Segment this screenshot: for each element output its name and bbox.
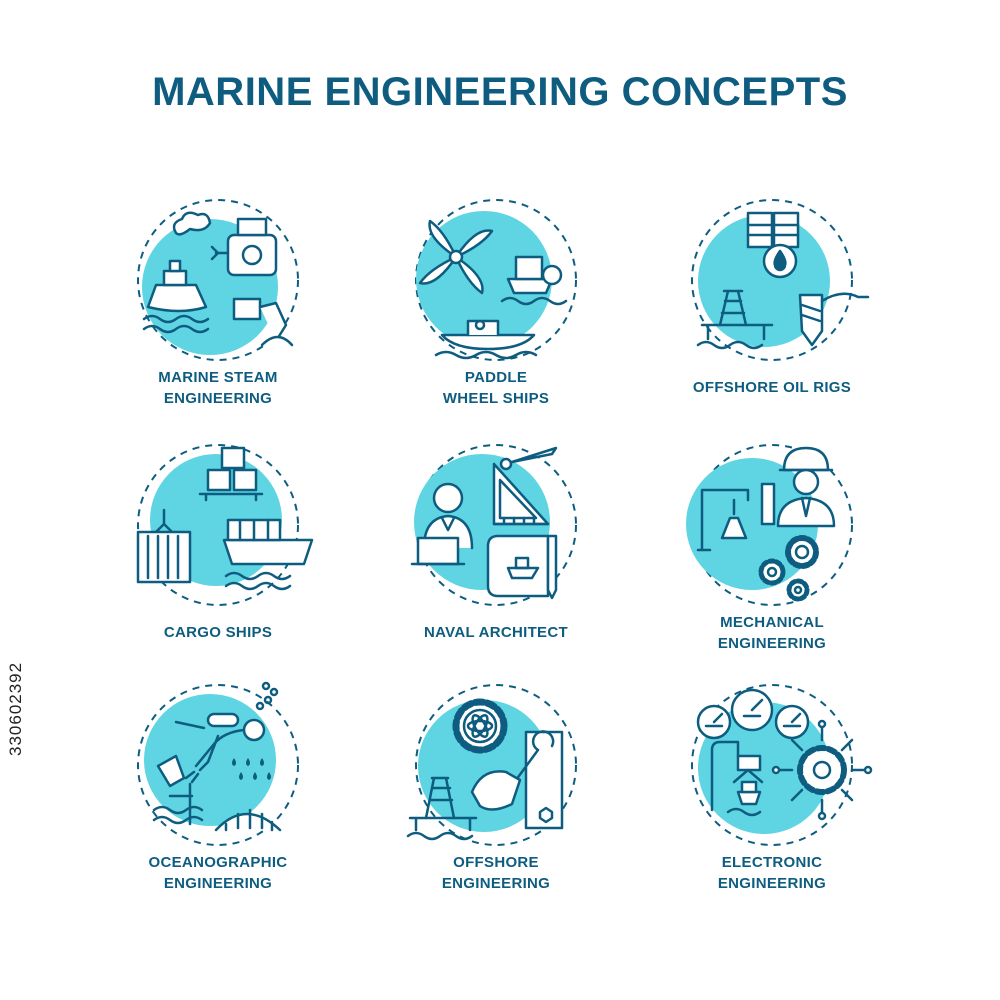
concept-label-line: ENGINEERING	[717, 875, 827, 892]
concept-label-line: ENGINEERING	[163, 875, 273, 892]
diver-icon	[137, 681, 299, 846]
concept-naval-architect: NAVAL ARCHITECT	[376, 440, 616, 660]
offshore-gear-icon	[406, 684, 577, 846]
concept-label-line: OFFSHORE	[453, 854, 539, 871]
concept-label-line: MECHANICAL	[720, 614, 824, 631]
concept-label-line: OCEANOGRAPHIC	[148, 854, 288, 871]
oil-rig-icon	[691, 199, 870, 361]
gauges-circuit-icon	[691, 684, 873, 846]
concept-label-line: CARGO SHIPS	[163, 624, 273, 641]
cargo-ship-icon	[136, 444, 314, 606]
concept-label-line: PADDLE	[464, 369, 528, 386]
naval-architect-icon	[410, 444, 577, 606]
concept-offshore-engineering: OFFSHORE ENGINEERING	[376, 680, 616, 900]
paddle-wheel-icon	[415, 199, 577, 361]
concept-marine-steam-engineering: MARINE STEAM ENGINEERING	[98, 195, 338, 415]
concept-label-line: ENGINEERING	[163, 390, 273, 407]
concept-mechanical-engineering: MECHANICAL ENGINEERING	[652, 440, 892, 660]
page-title: MARINE ENGINEERING CONCEPTS	[152, 70, 848, 114]
concept-paddle-wheel-ships: PADDLE WHEEL SHIPS	[376, 195, 616, 415]
concept-label-line: ELECTRONIC	[721, 854, 823, 871]
concept-electronic-engineering: ELECTRONIC ENGINEERING	[652, 680, 892, 900]
concept-label-line: OFFSHORE OIL RIGS	[692, 379, 852, 396]
concept-label-line: ENGINEERING	[441, 875, 551, 892]
concept-oceanographic-engineering: OCEANOGRAPHIC ENGINEERING	[98, 680, 338, 900]
concept-label-line: ENGINEERING	[717, 635, 827, 652]
concept-label-line: WHEEL SHIPS	[442, 390, 550, 407]
concept-cargo-ships: CARGO SHIPS	[98, 440, 338, 660]
engineer-gears-icon	[686, 444, 853, 606]
concept-label-line: NAVAL ARCHITECT	[424, 624, 568, 641]
concept-label-line: MARINE STEAM	[158, 369, 278, 386]
steam-engine-ship-icon	[137, 199, 299, 361]
concept-offshore-oil-rigs: OFFSHORE OIL RIGS	[652, 195, 892, 415]
stock-id: 330602392	[6, 661, 25, 756]
